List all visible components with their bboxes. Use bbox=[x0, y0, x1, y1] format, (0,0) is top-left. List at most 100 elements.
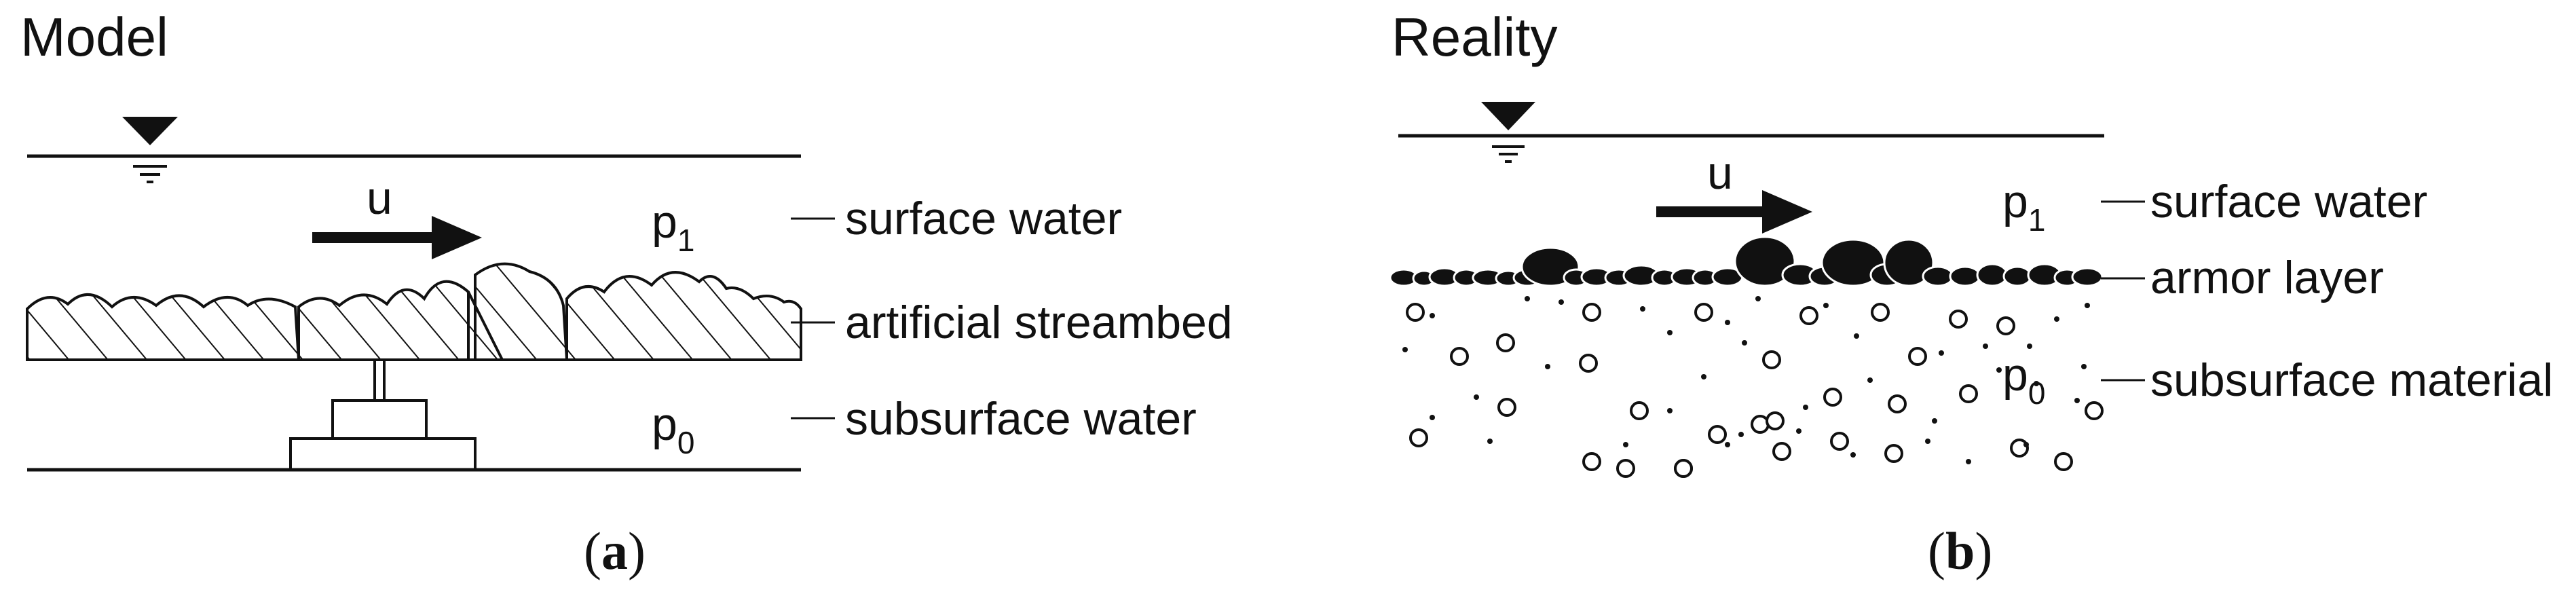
subsurface-grain bbox=[1496, 333, 1515, 352]
panel-a-flow-label: u bbox=[367, 172, 392, 224]
armor-stone bbox=[2002, 265, 2032, 287]
subsurface-fine-grain bbox=[1823, 303, 1829, 308]
subsurface-grain bbox=[1766, 411, 1785, 430]
subsurface-grain bbox=[1949, 310, 1968, 329]
subsurface-grain bbox=[1582, 303, 1601, 322]
subsurface-grain bbox=[1674, 459, 1693, 478]
subsurface-fine-grain bbox=[1623, 442, 1628, 447]
subsurface-fine-grain bbox=[1640, 306, 1645, 312]
subsurface-fine-grain bbox=[1725, 320, 1730, 325]
panel-b-flow-arrowhead bbox=[1762, 190, 1812, 234]
panel-b-flow-label: u bbox=[1707, 147, 1733, 199]
subsurface-fine-grain bbox=[1725, 442, 1730, 447]
subsurface-fine-grain bbox=[1939, 350, 1944, 356]
subsurface-fine-grain bbox=[1867, 377, 1873, 383]
panel-b: Reality u p1 p0 surface water armor laye… bbox=[1389, 7, 2553, 580]
panel-a-flow-arrowhead bbox=[432, 216, 482, 259]
subsurface-fine-grain bbox=[1430, 415, 1435, 420]
subsurface-grain bbox=[1888, 394, 1907, 413]
panel-b-pressure-bottom: p0 bbox=[2002, 349, 2045, 411]
subsurface-grain bbox=[1823, 388, 1842, 407]
subsurface-material bbox=[1402, 296, 2104, 478]
subsurface-grain bbox=[1579, 354, 1598, 373]
subsurface-fine-grain bbox=[2023, 442, 2029, 447]
panel-b-label-subsurface-material: subsurface material bbox=[2150, 354, 2553, 406]
subsurface-fine-grain bbox=[1966, 459, 1971, 464]
subsurface-grain bbox=[1708, 425, 1727, 444]
subsurface-grain bbox=[1884, 444, 1903, 463]
panel-b-pressure-top: p1 bbox=[2002, 176, 2045, 238]
armor-stone bbox=[1883, 238, 1935, 287]
panel-a-label-streambed: artificial streambed bbox=[845, 297, 1233, 348]
armor-stone bbox=[1949, 265, 1981, 287]
subsurface-grain bbox=[1996, 316, 2015, 335]
subsurface-grain bbox=[1582, 452, 1601, 471]
subsurface-grain bbox=[1616, 459, 1635, 478]
panel-a-label-surface-water: surface water bbox=[845, 193, 1122, 244]
subsurface-fine-grain bbox=[1850, 452, 1856, 458]
subsurface-grain bbox=[1694, 303, 1713, 322]
subsurface-fine-grain bbox=[1545, 364, 1550, 369]
subsurface-fine-grain bbox=[2074, 398, 2080, 403]
panel-b-caption: (b) bbox=[1928, 521, 1992, 580]
subsurface-grain bbox=[1409, 428, 1428, 447]
subsurface-fine-grain bbox=[1667, 330, 1673, 335]
subsurface-fine-grain bbox=[1474, 394, 1479, 400]
subsurface-fine-grain bbox=[1701, 374, 1706, 379]
subsurface-fine-grain bbox=[1525, 296, 1530, 301]
subsurface-grain bbox=[1497, 398, 1516, 417]
armor-layer bbox=[1389, 236, 2104, 287]
subsurface-fine-grain bbox=[1996, 367, 2002, 373]
subsurface-fine-grain bbox=[1796, 428, 1802, 434]
subsurface-grain bbox=[1751, 415, 1770, 434]
subsurface-fine-grain bbox=[1755, 296, 1761, 301]
subsurface-fine-grain bbox=[1854, 333, 1859, 339]
subsurface-fine-grain bbox=[2081, 364, 2087, 369]
subsurface-grain bbox=[1772, 442, 1791, 461]
subsurface-grain bbox=[1959, 384, 1978, 403]
panel-b-title: Reality bbox=[1392, 7, 1558, 67]
panel-a-caption: (a) bbox=[584, 521, 646, 580]
subsurface-fine-grain bbox=[1738, 432, 1744, 437]
subsurface-fine-grain bbox=[2054, 316, 2059, 322]
water-level-icon bbox=[122, 117, 178, 183]
artificial-streambed bbox=[26, 262, 802, 361]
subsurface-grain bbox=[2010, 439, 2029, 458]
subsurface-fine-grain bbox=[1558, 299, 1564, 305]
panel-a-title: Model bbox=[20, 7, 168, 67]
subsurface-grain bbox=[1871, 303, 1890, 322]
armor-stone bbox=[1976, 263, 2009, 287]
subsurface-fine-grain bbox=[1803, 405, 1808, 410]
subsurface-fine-grain bbox=[1402, 347, 1408, 352]
subsurface-grain bbox=[1406, 303, 1425, 322]
panel-b-label-armor-layer: armor layer bbox=[2150, 252, 2384, 303]
subsurface-grain bbox=[1799, 306, 1818, 325]
subsurface-grain bbox=[2085, 401, 2104, 420]
panel-a-pressure-top: p1 bbox=[652, 196, 694, 258]
armor-stone bbox=[1734, 236, 1796, 287]
panel-b-label-surface-water: surface water bbox=[2150, 176, 2427, 227]
subsurface-grain bbox=[1762, 350, 1781, 369]
armor-stone bbox=[2071, 267, 2104, 287]
panel-a: Model u p1 p0 bbox=[20, 7, 1233, 580]
subsurface-fine-grain bbox=[2085, 303, 2090, 308]
subsurface-grain bbox=[1450, 347, 1469, 366]
armor-stone bbox=[1922, 265, 1954, 287]
subsurface-grain bbox=[1908, 347, 1927, 366]
panel-a-pressure-bottom: p0 bbox=[652, 398, 694, 460]
subsurface-fine-grain bbox=[1430, 313, 1435, 318]
panel-a-label-subsurface-water: subsurface water bbox=[845, 393, 1197, 445]
water-level-icon bbox=[1481, 102, 1535, 163]
subsurface-fine-grain bbox=[2027, 344, 2032, 349]
subsurface-fine-grain bbox=[2034, 381, 2039, 386]
subsurface-grain bbox=[1630, 401, 1649, 420]
subsurface-fine-grain bbox=[1925, 439, 1930, 444]
pressure-sensor-stand bbox=[289, 358, 477, 471]
subsurface-fine-grain bbox=[1983, 344, 1988, 349]
subsurface-fine-grain bbox=[1932, 418, 1937, 424]
subsurface-grain bbox=[2054, 452, 2073, 471]
subsurface-fine-grain bbox=[1742, 340, 1747, 346]
subsurface-fine-grain bbox=[1487, 439, 1493, 444]
subsurface-grain bbox=[1830, 432, 1849, 451]
